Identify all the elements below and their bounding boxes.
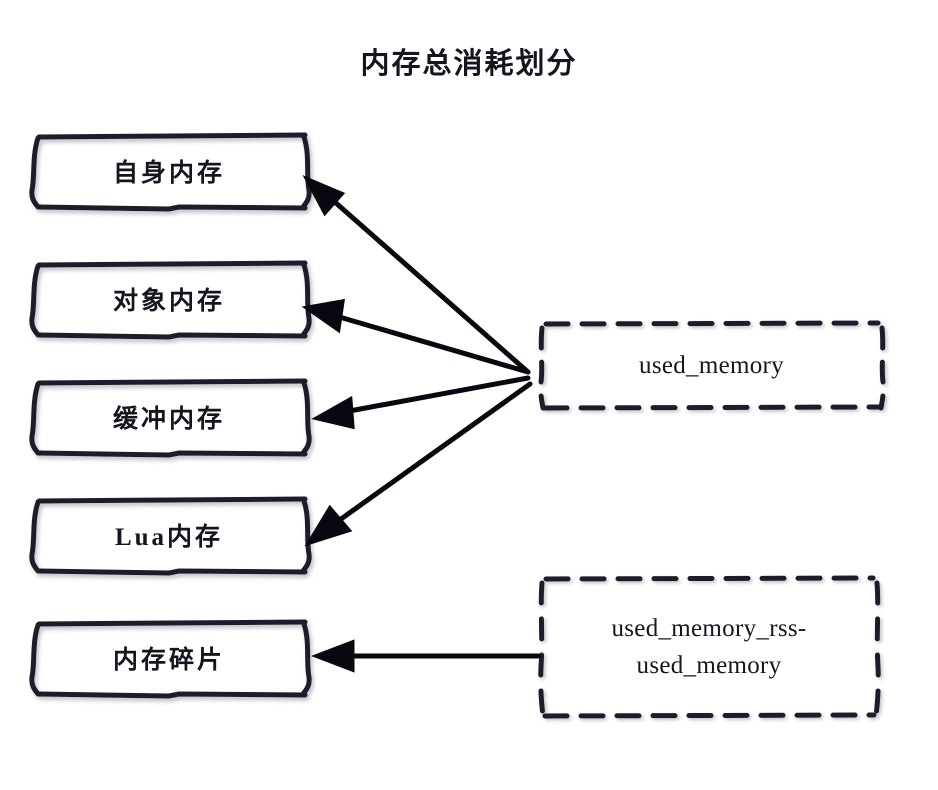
box-used-memory[interactable]: used_memory [538, 320, 886, 412]
box-label-line1: used_memory [639, 351, 784, 379]
arrow-used-memory-to-buffer-memory [311, 375, 531, 430]
box-label: 自身内存 [112, 160, 225, 187]
box-label: used_memory [538, 320, 885, 412]
box-lua-memory[interactable]: Lua内存 [29, 496, 312, 576]
sketch-box-outline [29, 619, 312, 699]
box-label: 对象内存 [112, 288, 225, 315]
sketch-box-outline [29, 496, 312, 576]
arrow-used-memory-to-object-memory [301, 298, 531, 375]
box-label: 内存碎片 [112, 647, 225, 674]
arrow-used-memory-to-lua-memory [304, 381, 533, 547]
box-buffer-memory[interactable]: 缓冲内存 [29, 378, 312, 458]
page-title: 内存总消耗划分 [360, 48, 578, 80]
dashed-box-outline [538, 320, 886, 411]
box-used-memory-rss-diff[interactable]: used_memory_rss- used_memory [538, 575, 881, 720]
box-label: used_memory_rss- used_memory [538, 575, 880, 720]
dashed-box-outline [538, 575, 881, 719]
box-self-memory[interactable]: 自身内存 [29, 132, 312, 212]
box-label: Lua内存 [114, 524, 224, 551]
box-label: 缓冲内存 [112, 406, 225, 433]
box-label-line2: used_memory [636, 651, 782, 679]
arrow-used-memory-to-self-memory [302, 174, 531, 375]
box-memory-fragment[interactable]: 内存碎片 [29, 619, 312, 699]
arrow-rss-diff-to-memory-fragment [310, 639, 541, 673]
box-object-memory[interactable]: 对象内存 [29, 260, 312, 340]
box-label-line1: used_memory_rss- [611, 615, 807, 643]
sketch-box-outline [29, 378, 312, 458]
